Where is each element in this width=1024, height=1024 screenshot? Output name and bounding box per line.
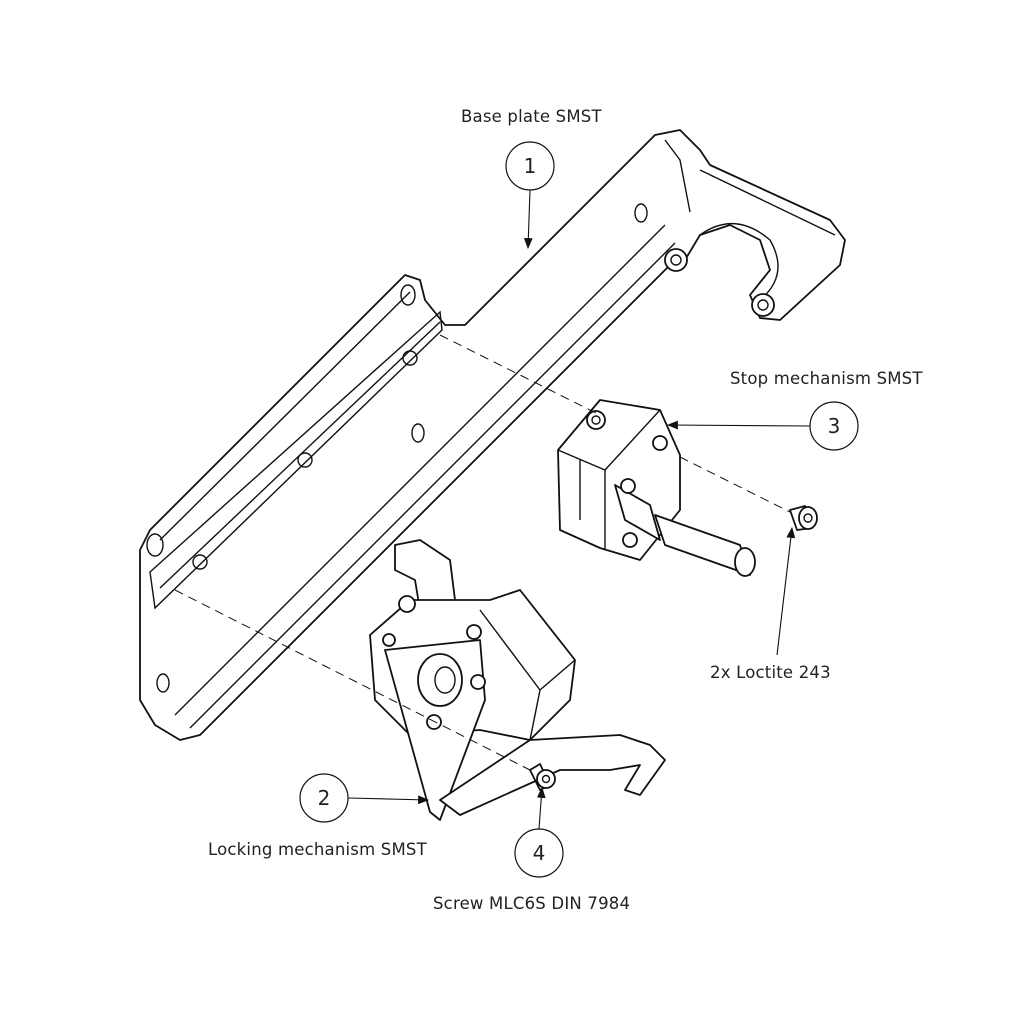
- stop-mechanism-part: [557, 399, 756, 577]
- callout-balloon-4: 4: [514, 828, 564, 878]
- svg-text:3: 3: [828, 414, 841, 438]
- label-screw: Screw MLC6S DIN 7984: [433, 894, 631, 913]
- callout-balloon-1: 1: [505, 141, 555, 191]
- svg-text:2: 2: [318, 786, 331, 810]
- label-locking-mechanism: Locking mechanism SMST: [208, 840, 427, 859]
- svg-text:1: 1: [524, 154, 537, 178]
- locking-mechanism-part: [369, 539, 666, 821]
- callout-balloon-3: 3: [809, 401, 859, 451]
- loctite-screw-part: [789, 505, 818, 531]
- label-base-plate: Base plate SMST: [461, 107, 602, 126]
- label-loctite: 2x Loctite 243: [710, 663, 831, 682]
- screw-4-part: [529, 763, 556, 791]
- callout-balloon-2: 2: [299, 773, 349, 823]
- label-stop-mechanism: Stop mechanism SMST: [730, 369, 923, 388]
- assembly-line: [174, 589, 531, 771]
- svg-text:4: 4: [533, 841, 546, 865]
- assembly-line: [679, 456, 791, 513]
- base-plate-part: [139, 129, 846, 741]
